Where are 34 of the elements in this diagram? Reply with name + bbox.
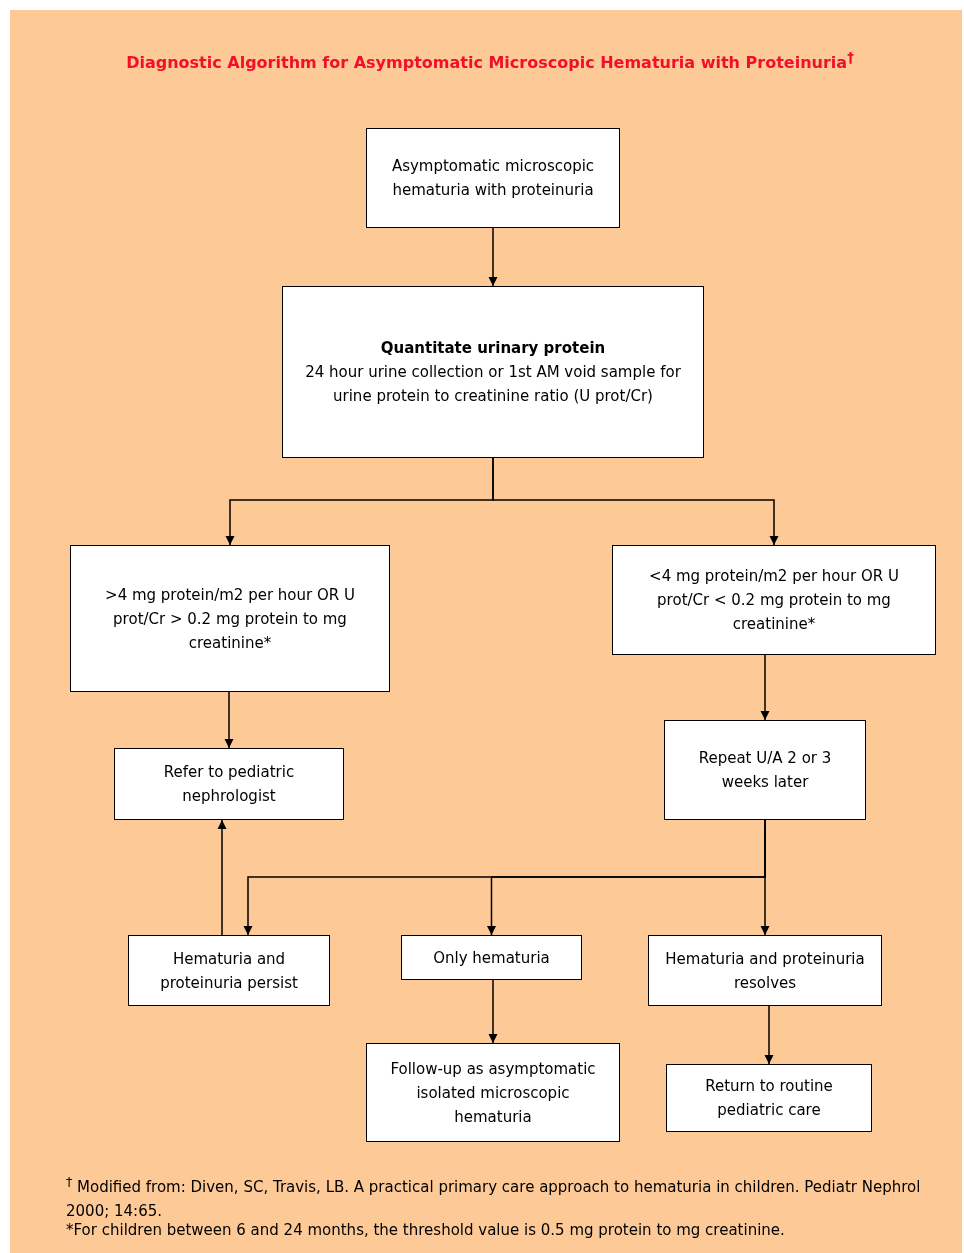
box-text: Refer to pediatric nephrologist (162, 762, 296, 807)
footnote: *For children between 6 and 24 months, the threshold value is 0.5 mg protein to mg creatinine. (66, 1220, 786, 1241)
diagram-title: Diagnostic Algorithm for Asymptomatic Microscopic Hematuria with Proteinuria$^{†}$ (125, 49, 855, 75)
process-box (366, 128, 620, 228)
box-text: >4 mg protein/m2 per hour OR U prot/Cr > 0.2 mg protein to mg creatinine* (104, 584, 356, 654)
arrow (760, 819, 770, 936)
box-text: 24 hour urine collection or 1st AM void sample for urine protein to creatinine ratio (U prot/Cr) (304, 362, 682, 407)
process-box (128, 935, 330, 1006)
process-box (612, 545, 936, 655)
process-box (648, 935, 882, 1006)
arrow (224, 691, 234, 749)
process-box (114, 748, 344, 820)
process-box (401, 935, 582, 980)
process-box (366, 1043, 620, 1142)
box-text: Return to routine pediatric care (704, 1076, 834, 1121)
arrow (217, 819, 227, 936)
box-text: Hematuria and proteinuria persist (159, 948, 299, 994)
box-text: Repeat U/A 2 or 3 weeks later (697, 748, 833, 793)
box-text: Follow-up as asymptomatic isolated microscopic hematuria (389, 1058, 597, 1128)
arrow (764, 1005, 774, 1065)
footnote: $^{†}$ Modified from: Diven, SC, Travis, LB. A practical primary care approach to hematuria in children. Pediatr Nephrol 2000; 14:65. (66, 1173, 922, 1222)
arrow (760, 654, 770, 721)
arrow (488, 227, 498, 287)
box-heading: Quantitate urinary protein (380, 338, 606, 359)
arrow (492, 457, 779, 546)
box-text: <4 mg protein/m2 per hour OR U prot/Cr < 0.2 mg protein to mg creatinine* (648, 566, 900, 635)
process-box (282, 286, 704, 458)
process-box (666, 1064, 872, 1132)
process-box (664, 720, 866, 820)
box-text: Hematuria and proteinuria resolves (664, 948, 866, 994)
arrow (488, 979, 498, 1044)
box-text: Asymptomatic microscopic hematuria with proteinuria (390, 156, 596, 201)
box-text: Only hematuria (433, 947, 550, 969)
process-box (70, 545, 390, 692)
